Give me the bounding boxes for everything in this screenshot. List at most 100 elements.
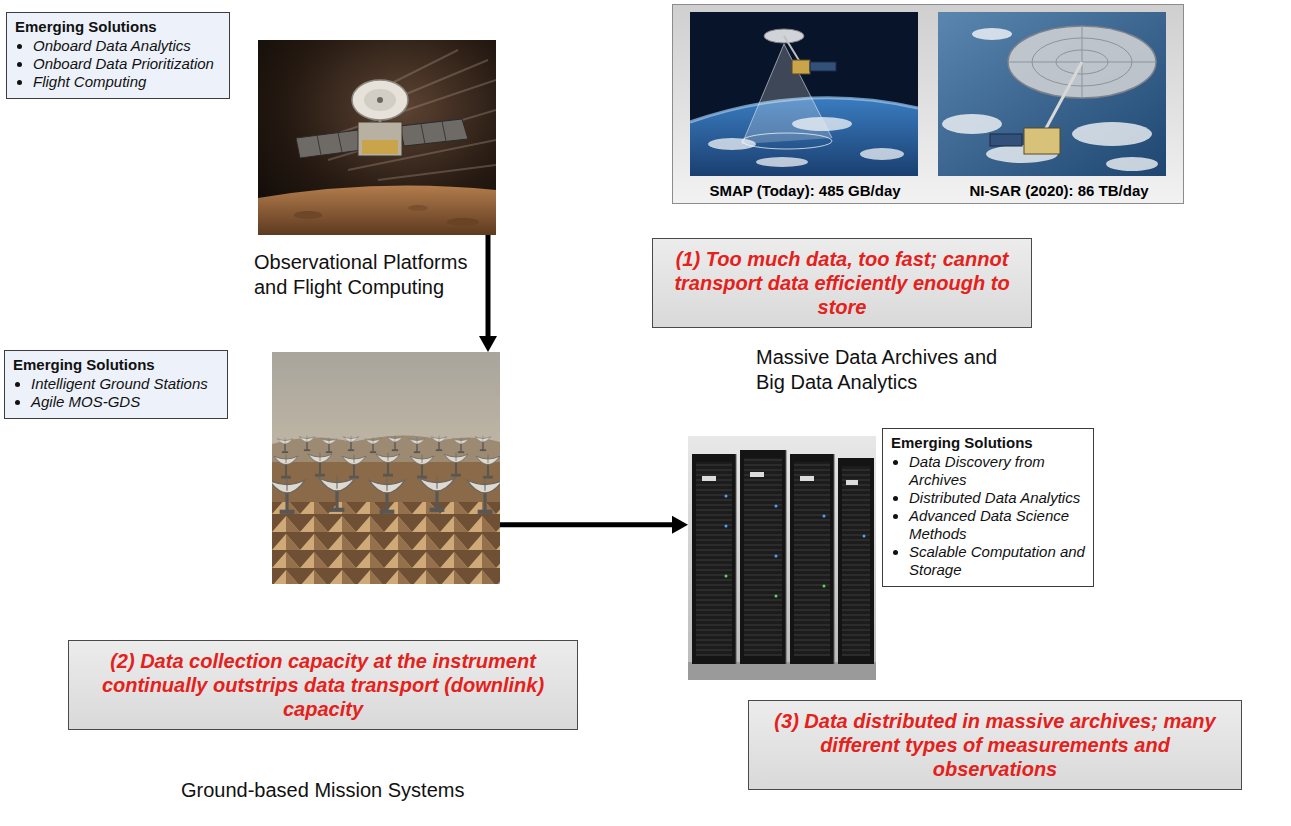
arrow-head xyxy=(479,336,497,352)
spacecraft-picture-part-part xyxy=(421,124,425,144)
bullet-item: Advanced Data Science Methods xyxy=(909,507,1085,543)
server-rack-picture-part xyxy=(702,476,716,481)
satellite-panel-picture-part-part xyxy=(1044,62,1082,132)
spacecraft-picture-part xyxy=(362,140,398,154)
server-rack-picture-part xyxy=(740,450,786,664)
image-caption: NI-SAR (2020): 86 TB/day xyxy=(933,182,1185,200)
server-rack-picture-part-part xyxy=(725,575,728,578)
server-rack-picture-part xyxy=(696,462,732,656)
server-rack-picture-part xyxy=(846,480,858,485)
ground-station-picture-part xyxy=(444,453,468,477)
server-rack-picture-part-part xyxy=(725,495,728,498)
satellite-panel-picture-part-part-part xyxy=(942,114,1002,134)
satellite-panel-picture-part-part-part xyxy=(1106,157,1158,171)
ground-station-picture-part xyxy=(453,438,468,453)
satellite-panel-picture-part xyxy=(672,4,1184,204)
server-rack-picture-part xyxy=(692,454,736,664)
spacecraft-picture-part xyxy=(258,40,496,235)
bullet-list: Onboard Data AnalyticsOnboard Data Prior… xyxy=(15,37,221,91)
server-rack-picture xyxy=(688,436,876,680)
bullet-item: Data Discovery from Archives xyxy=(909,453,1085,489)
spacecraft-picture-part xyxy=(258,186,496,236)
ground-station-picture-part xyxy=(299,436,314,451)
ground-station-picture-part xyxy=(308,453,332,477)
spacecraft-picture-part xyxy=(352,80,408,120)
satellite-panel-picture-part-part-part xyxy=(972,28,1012,40)
ground-station-picture-part xyxy=(272,502,500,584)
ground-station-picture-part xyxy=(321,438,336,453)
ground-station-picture-part xyxy=(365,438,380,453)
arrow-line xyxy=(500,522,674,527)
satellite-panel-picture-part-part-part xyxy=(860,148,904,160)
server-rack-picture-part-part xyxy=(775,505,778,508)
bullet-item: Flight Computing xyxy=(33,73,221,91)
ground-station-picture-part xyxy=(387,436,402,451)
satellite-panel-picture-part-part xyxy=(742,44,832,144)
server-rack-picture-part xyxy=(842,466,870,656)
spacecraft-picture xyxy=(258,40,496,235)
callout-text: (1) Too much data, too fast; cannot tran… xyxy=(665,247,1019,319)
ground-station-picture-part xyxy=(431,436,446,451)
spacecraft-picture-part xyxy=(296,130,362,158)
arrow-line xyxy=(486,235,491,338)
satellite-panel-picture-part-part xyxy=(742,44,832,144)
picture-caption: Observational Platforms and Flight Compu… xyxy=(254,250,476,300)
bullet-item: Intelligent Ground Stations xyxy=(31,375,219,393)
spacecraft-picture-part-part xyxy=(388,50,458,85)
image-caption: SMAP (Today): 485 GB/day xyxy=(673,182,937,200)
server-rack-picture-part xyxy=(838,458,874,664)
server-rack-picture-part xyxy=(736,454,737,664)
spacecraft-picture-part xyxy=(364,89,396,111)
server-rack-picture-part-part xyxy=(823,585,826,588)
server-rack-picture-part-part xyxy=(775,595,778,598)
callout-box: (1) Too much data, too fast; cannot tran… xyxy=(652,238,1032,328)
satellite-panel-picture-part-part xyxy=(938,12,1166,176)
callout-box: (2) Data collection capacity at the inst… xyxy=(68,640,578,730)
spacecraft-picture-part xyxy=(377,97,383,103)
ground-station-picture-part xyxy=(475,436,490,451)
satellite-panel-picture-part xyxy=(938,12,1166,176)
satellite-panel-picture xyxy=(672,4,1184,204)
satellite-panel-picture-part-part xyxy=(990,134,1022,146)
ground-station-picture-part xyxy=(476,455,500,479)
box-heading: Emerging Solutions xyxy=(891,434,1085,452)
server-rack-picture-part xyxy=(750,472,764,477)
ground-station-picture-part xyxy=(274,455,298,479)
satellite-panel-picture-part-part xyxy=(792,60,810,74)
solutions-box: Emerging SolutionsIntelligent Ground Sta… xyxy=(4,350,228,419)
spacecraft-picture-part xyxy=(447,218,479,226)
picture-caption: Massive Data Archives and Big Data Analy… xyxy=(756,345,1021,395)
satellite-panel-picture-part-part-part xyxy=(756,157,808,167)
server-rack-picture-part-part xyxy=(823,515,826,518)
picture-caption: Ground-based Mission Systems xyxy=(181,778,464,803)
server-rack-picture-part xyxy=(744,458,782,656)
satellite-panel-picture-part-part xyxy=(742,133,832,149)
callout-text: (2) Data collection capacity at the inst… xyxy=(81,649,565,721)
server-rack-picture-part-part xyxy=(775,555,778,558)
bullet-item: Onboard Data Prioritization xyxy=(33,55,221,73)
server-rack-picture-part-part xyxy=(725,525,728,528)
spacecraft-picture-part xyxy=(318,50,496,180)
spacecraft-picture-part-part xyxy=(338,133,342,152)
ground-station-picture-part xyxy=(409,438,424,453)
server-rack-picture-part-part xyxy=(863,535,866,538)
ground-station-picture-part xyxy=(419,476,455,512)
box-heading: Emerging Solutions xyxy=(13,356,219,374)
spacecraft-picture-part-part xyxy=(378,165,496,180)
callout-box: (3) Data distributed in massive archives… xyxy=(748,700,1242,790)
flow-arrow xyxy=(479,235,497,352)
server-rack-picture-part xyxy=(688,662,876,680)
picture-node: Ground-based Mission Systems xyxy=(272,352,500,584)
bullet-list: Data Discovery from ArchivesDistributed … xyxy=(891,453,1085,579)
picture-node: Massive Data Archives and Big Data Analy… xyxy=(688,436,876,680)
ground-station-picture-part xyxy=(272,478,305,514)
server-rack-picture-part xyxy=(834,454,835,664)
ground-station-picture-part xyxy=(410,455,434,479)
callout-text: (3) Data distributed in massive archives… xyxy=(761,709,1229,781)
satellite-panel-picture-part-part xyxy=(810,62,836,71)
flow-arrow xyxy=(500,516,688,534)
server-rack-picture-part xyxy=(786,450,787,664)
server-rack-picture-part xyxy=(794,462,830,656)
bullet-list: Intelligent Ground StationsAgile MOS-GDS xyxy=(13,375,219,411)
